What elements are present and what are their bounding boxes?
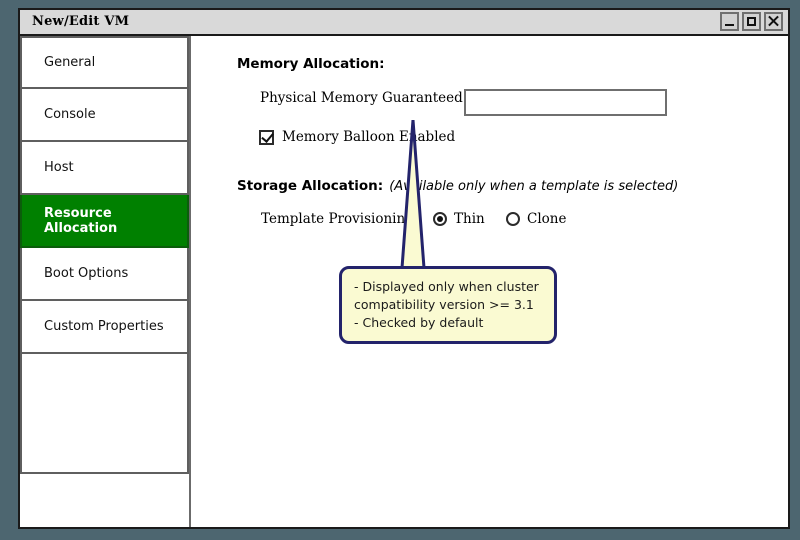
sidebar-empty-area bbox=[20, 354, 189, 474]
physical-memory-label: Physical Memory Guaranteed bbox=[260, 90, 463, 106]
memory-balloon-label: Memory Balloon Enabled bbox=[282, 129, 456, 145]
checkmark-icon bbox=[261, 129, 274, 143]
minimize-button[interactable] bbox=[720, 12, 739, 31]
physical-memory-input[interactable] bbox=[464, 89, 667, 116]
radio-thin-indicator[interactable] bbox=[433, 212, 447, 226]
radio-option-clone[interactable]: Clone bbox=[506, 211, 566, 227]
memory-allocation-heading: Memory Allocation: bbox=[237, 56, 385, 72]
sidebar-item-boot-options[interactable]: Boot Options bbox=[20, 248, 189, 301]
close-icon bbox=[766, 14, 781, 29]
callout-tooltip-text: - Displayed only when cluster compatibil… bbox=[354, 279, 539, 330]
radio-clone-indicator[interactable] bbox=[506, 212, 520, 226]
sidebar-item-general[interactable]: General bbox=[20, 36, 189, 89]
sidebar-item-label: Console bbox=[44, 107, 96, 122]
storage-allocation-note: (Available only when a template is selec… bbox=[389, 179, 679, 194]
window-title: New/Edit VM bbox=[32, 14, 130, 29]
window-controls bbox=[720, 12, 783, 31]
sidebar-item-label: Boot Options bbox=[44, 266, 129, 281]
storage-allocation-heading-text: Storage Allocation: bbox=[237, 178, 384, 194]
close-button[interactable] bbox=[764, 12, 783, 31]
vm-dialog-window: New/Edit VM General Console Host bbox=[18, 8, 790, 529]
radio-thin-label: Thin bbox=[454, 211, 485, 227]
maximize-icon bbox=[747, 17, 756, 26]
sidebar-item-console[interactable]: Console bbox=[20, 89, 189, 142]
memory-balloon-checkbox[interactable] bbox=[259, 129, 274, 145]
memory-balloon-checkbox-row[interactable]: Memory Balloon Enabled bbox=[259, 129, 455, 145]
storage-allocation-heading: Storage Allocation: (Available only when … bbox=[237, 178, 678, 194]
template-provisioning-label: Template Provisioning bbox=[261, 211, 414, 227]
sidebar-item-label: Resource Allocation bbox=[44, 205, 118, 236]
window-titlebar: New/Edit VM bbox=[20, 10, 788, 36]
sidebar-item-label: Host bbox=[44, 160, 74, 175]
radio-option-thin[interactable]: Thin bbox=[433, 211, 485, 227]
radio-clone-label: Clone bbox=[527, 211, 567, 227]
dialog-body: General Console Host Resource Allocation… bbox=[20, 36, 788, 527]
sidebar-item-custom-properties[interactable]: Custom Properties bbox=[20, 301, 189, 354]
callout-tooltip: - Displayed only when cluster compatibil… bbox=[339, 266, 557, 344]
sidebar-item-host[interactable]: Host bbox=[20, 142, 189, 195]
sidebar-item-resource-allocation[interactable]: Resource Allocation bbox=[20, 195, 189, 248]
sidebar-nav: General Console Host Resource Allocation… bbox=[20, 36, 191, 527]
sidebar-item-label: General bbox=[44, 55, 96, 70]
maximize-button[interactable] bbox=[742, 12, 761, 31]
minimize-icon bbox=[725, 24, 734, 26]
sidebar-item-label: Custom Properties bbox=[44, 319, 164, 334]
resource-allocation-panel: Memory Allocation: Physical Memory Guara… bbox=[193, 36, 788, 527]
